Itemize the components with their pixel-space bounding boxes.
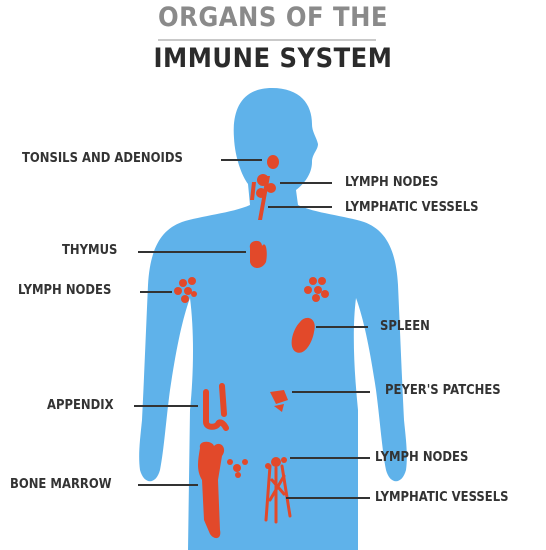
label-peyers-patches: PEYER'S PATCHES bbox=[385, 382, 501, 398]
label-thymus: THYMUS bbox=[62, 242, 117, 258]
label-lymph-nodes-groin: LYMPH NODES bbox=[375, 449, 468, 465]
label-lymph-nodes-neck: LYMPH NODES bbox=[345, 174, 438, 190]
label-lymphatic-vessels-leg: LYMPHATIC VESSELS bbox=[375, 489, 508, 505]
label-spleen: SPLEEN bbox=[380, 318, 430, 334]
label-appendix: APPENDIX bbox=[47, 397, 114, 413]
tonsils-organ bbox=[267, 155, 279, 169]
thymus-organ bbox=[250, 241, 267, 268]
label-bone-marrow: BONE MARROW bbox=[10, 476, 112, 492]
label-tonsils-adenoids: TONSILS AND ADENOIDS bbox=[22, 150, 183, 166]
label-lymph-nodes-armpit: LYMPH NODES bbox=[18, 282, 111, 298]
label-lymphatic-vessels-neck: LYMPHATIC VESSELS bbox=[345, 199, 478, 215]
